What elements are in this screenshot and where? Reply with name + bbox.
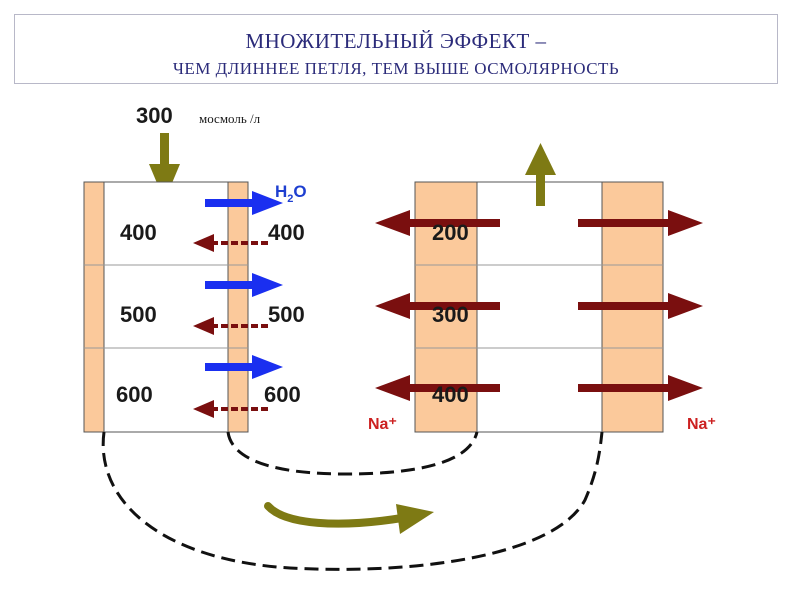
right-loop-value: 300 [432,302,469,327]
na-out-arrow-right [578,210,703,236]
inner-loop-path [226,431,479,476]
left-inner-value: 500 [120,302,157,327]
water-label-h: H [275,182,287,201]
outer-loop-path [101,431,604,571]
na-return-arrow [193,317,268,335]
left-outer-value: 600 [264,382,301,407]
input-osmolarity-value: 300 [136,103,173,128]
input-osmolarity-unit: мосмоль /л [199,111,261,126]
water-arrow [205,273,283,297]
na-out-arrow-left [375,375,500,401]
transition-arrow [264,502,434,534]
na-return-arrow [193,400,268,418]
na-out-arrow-left [375,210,500,236]
left-inner-value: 600 [116,382,153,407]
right-loop-value: 200 [432,220,469,245]
left-inner-value: 400 [120,220,157,245]
water-label-o: O [293,182,306,201]
title-box: МНОЖИТЕЛЬНЫЙ ЭФФЕКТ – ЧЕМ ДЛИННЕЕ ПЕТЛЯ,… [14,14,778,84]
outflow-arrow [525,143,556,206]
title-line-2: ЧЕМ ДЛИННЕЕ ПЕТЛЯ, ТЕМ ВЫШЕ ОСМОЛЯРНОСТЬ [172,59,620,78]
water-arrow [205,191,283,215]
left-loop-wall-left [83,181,105,433]
water-label-sub: 2 [287,193,293,205]
na-ion-label-right: Na⁺ [687,416,716,433]
water-label: H2O [275,182,307,205]
left-outer-value: 500 [268,302,305,327]
na-ion-label-left: Na⁺ [368,416,397,433]
na-out-arrow-left [375,293,500,319]
left-loop-wall-right [227,181,249,433]
title-line-1: МНОЖИТЕЛЬНЫЙ ЭФФЕКТ – [245,29,547,53]
left-loop [83,181,249,433]
right-loop-value: 400 [432,382,469,407]
na-out-arrow-right [578,293,703,319]
na-out-arrow-right [578,375,703,401]
water-arrow [205,355,283,379]
na-return-arrow [193,234,268,252]
left-outer-value: 400 [268,220,305,245]
left-loop-outline [83,181,249,433]
